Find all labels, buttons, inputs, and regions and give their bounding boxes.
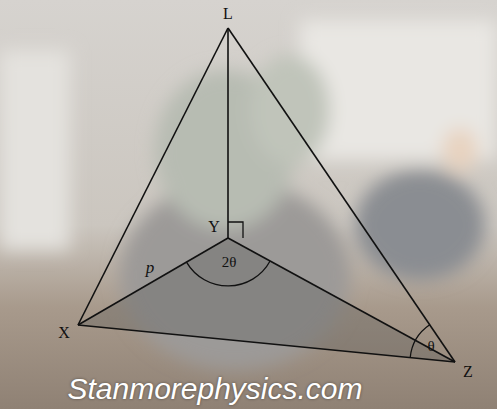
vertex-label: Y xyxy=(208,218,220,236)
right-angle-mark xyxy=(228,222,243,238)
length-label: p xyxy=(146,259,155,278)
edges-lines xyxy=(78,28,455,362)
angle-label: θ xyxy=(427,338,434,355)
angle-arc xyxy=(410,325,430,358)
vertex-label: X xyxy=(58,324,70,342)
base-face xyxy=(78,238,455,362)
angle-label: 2θ xyxy=(222,254,237,271)
vertex-label: Z xyxy=(463,363,473,381)
watermark: Stanmorephysics.com xyxy=(67,372,362,405)
vertex-label: L xyxy=(223,5,233,23)
